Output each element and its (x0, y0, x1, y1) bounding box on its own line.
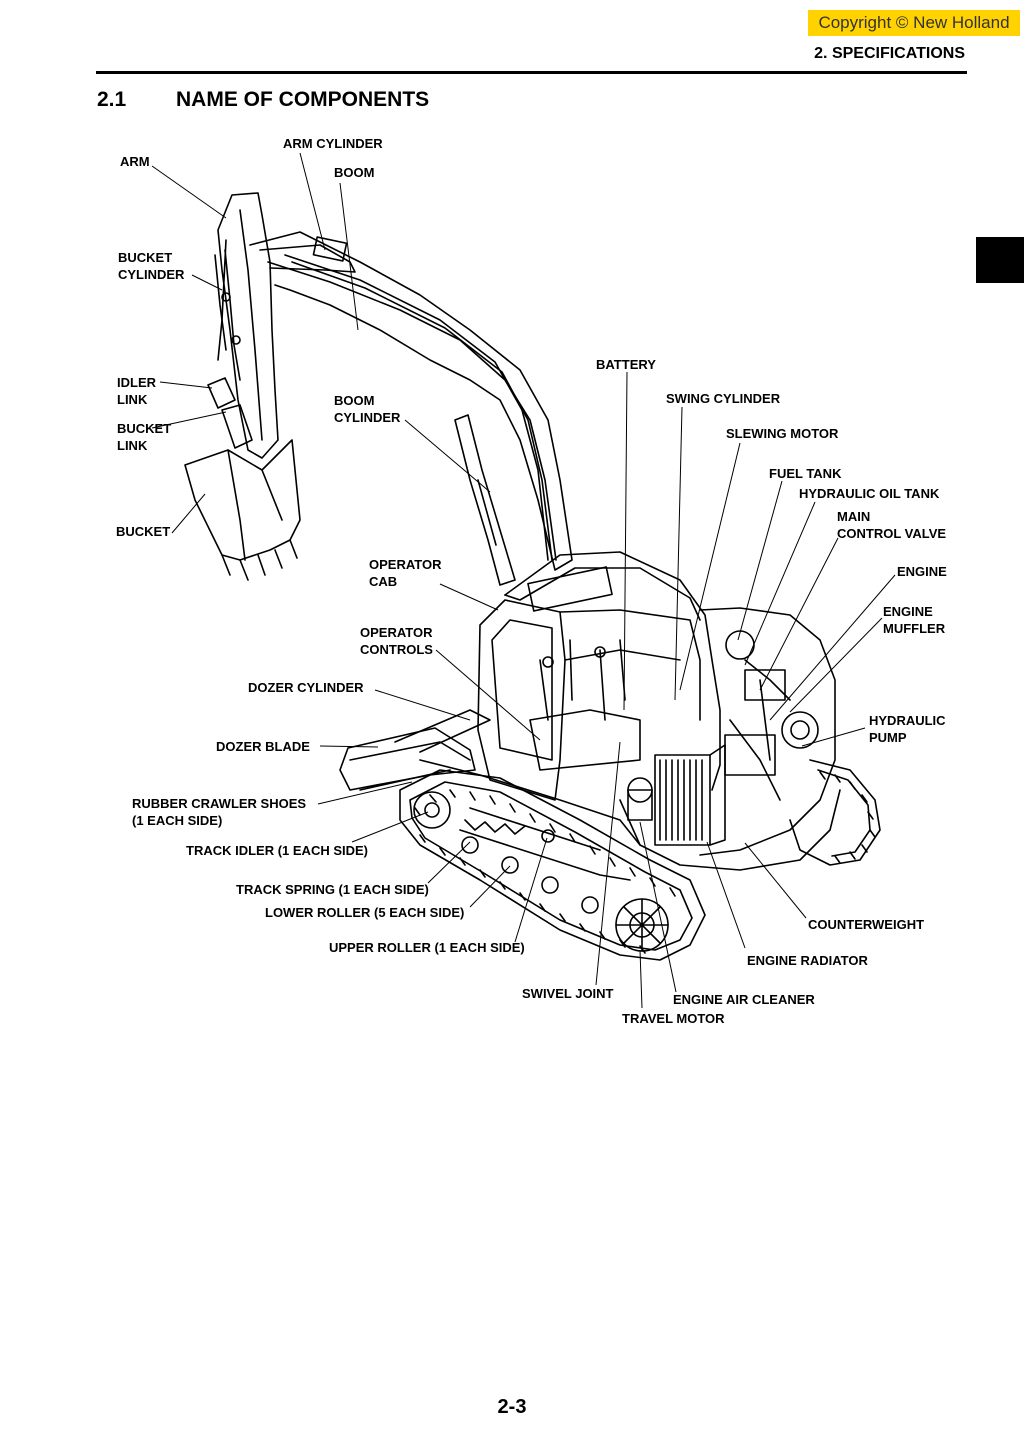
label-operator-controls-line1: OPERATOR (360, 625, 433, 640)
chapter-tab-marker (976, 237, 1024, 283)
section-number: 2.1 (97, 88, 127, 111)
label-battery: BATTERY (596, 357, 656, 372)
component-labels: ARM ARM CYLINDER BOOM BUCKET CYLINDER ID… (116, 136, 947, 1026)
label-boom-cylinder-line2: CYLINDER (334, 410, 401, 425)
label-boom: BOOM (334, 165, 374, 180)
label-idler-link-line1: IDLER (117, 375, 157, 390)
label-main-control-valve-line1: MAIN (837, 509, 870, 524)
label-boom-cylinder-line1: BOOM (334, 393, 374, 408)
label-engine-muffler-line2: MUFFLER (883, 621, 946, 636)
label-engine-radiator: ENGINE RADIATOR (747, 953, 868, 968)
label-idler-link-line2: LINK (117, 392, 148, 407)
label-hydraulic-oil-tank: HYDRAULIC OIL TANK (799, 486, 940, 501)
section-title: NAME OF COMPONENTS (176, 88, 430, 111)
label-bucket-link-line2: LINK (117, 438, 148, 453)
label-operator-cab-line2: CAB (369, 574, 397, 589)
label-bucket-cylinder-line2: CYLINDER (118, 267, 185, 282)
label-dozer-cylinder: DOZER CYLINDER (248, 680, 364, 695)
running-header: 2. SPECIFICATIONS (814, 45, 965, 62)
label-track-spring: TRACK SPRING (1 EACH SIDE) (236, 882, 429, 897)
label-track-idler: TRACK IDLER (1 EACH SIDE) (186, 843, 368, 858)
label-engine-air-cleaner: ENGINE AIR CLEANER (673, 992, 815, 1007)
label-rubber-crawler-shoes-line1: RUBBER CRAWLER SHOES (132, 796, 306, 811)
copyright-badge: Copyright © New Holland (808, 10, 1020, 36)
label-operator-cab-line1: OPERATOR (369, 557, 442, 572)
label-lower-roller: LOWER ROLLER (5 EACH SIDE) (265, 905, 464, 920)
leader-lines (151, 152, 896, 1009)
label-arm: ARM (120, 154, 150, 169)
label-rubber-crawler-shoes-line2: (1 EACH SIDE) (132, 813, 222, 828)
label-dozer-blade: DOZER BLADE (216, 739, 310, 754)
label-travel-motor: TRAVEL MOTOR (622, 1011, 725, 1026)
label-swing-cylinder: SWING CYLINDER (666, 391, 781, 406)
label-counterweight: COUNTERWEIGHT (808, 917, 924, 932)
label-fuel-tank: FUEL TANK (769, 466, 842, 481)
label-operator-controls-line2: CONTROLS (360, 642, 433, 657)
label-engine-muffler-line1: ENGINE (883, 604, 933, 619)
excavator-drawing (184, 192, 881, 961)
label-slewing-motor: SLEWING MOTOR (726, 426, 839, 441)
label-upper-roller: UPPER ROLLER (1 EACH SIDE) (329, 940, 525, 955)
label-arm-cylinder: ARM CYLINDER (283, 136, 383, 151)
header-divider (96, 71, 967, 74)
label-bucket: BUCKET (116, 524, 170, 539)
label-bucket-link-line1: BUCKET (117, 421, 171, 436)
page-number: 2-3 (497, 1396, 527, 1418)
label-engine: ENGINE (897, 564, 947, 579)
label-hydraulic-pump-line2: PUMP (869, 730, 907, 745)
label-main-control-valve-line2: CONTROL VALVE (837, 526, 946, 541)
label-hydraulic-pump-line1: HYDRAULIC (869, 713, 946, 728)
label-swivel-joint: SWIVEL JOINT (522, 986, 614, 1001)
label-bucket-cylinder-line1: BUCKET (118, 250, 172, 265)
